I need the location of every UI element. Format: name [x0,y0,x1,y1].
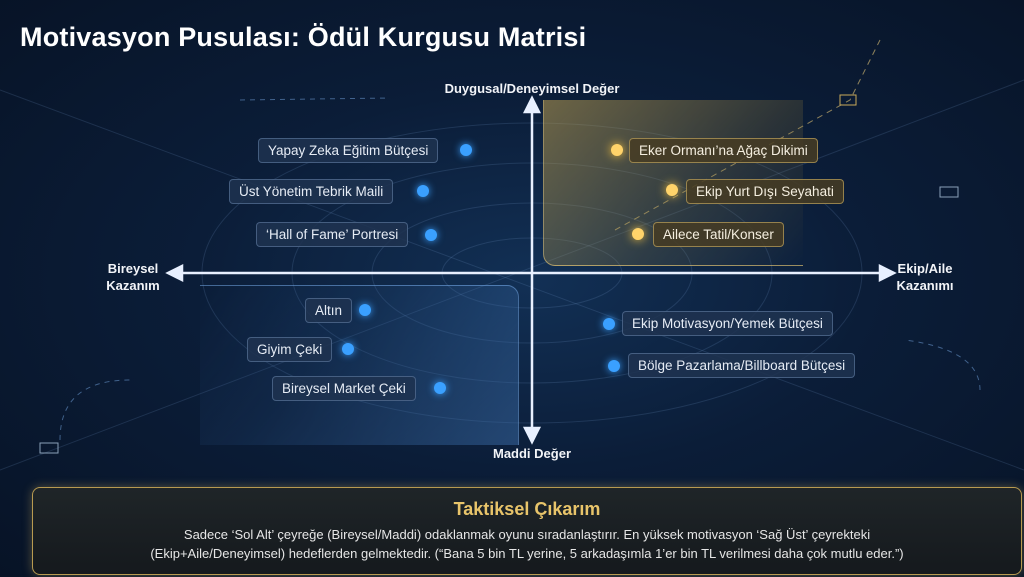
takeaway-title: Taktiksel Çıkarım [453,499,601,519]
marker-dot [611,144,623,156]
arrow-right-icon [878,263,897,283]
page-title: Motivasyon Pusulası: Ödül Kurgusu Matris… [20,22,587,52]
marker-dot [425,229,437,241]
marker-dot [460,144,472,156]
reward-item: Yapay Zeka Eğitim Bütçesi [258,138,439,163]
takeaway-panel: Taktiksel Çıkarım Sadece ‘Sol Alt’ çeyre… [32,487,1022,575]
reward-item: Bireysel Market Çeki [272,376,416,401]
reward-item: ‘Hall of Fame’ Portresi [256,222,409,247]
arrow-down-icon [522,426,542,445]
arrow-left-icon [165,263,184,283]
reward-item: Ekip Yurt Dışı Seyahati [686,179,844,204]
reward-item: Altın [305,298,353,323]
axis-label-left-line2: Kazanım [106,278,160,293]
axis-label-bottom: Maddi Değer [492,446,571,461]
reward-item: Eker Ormanı’na Ağaç Dikimi [629,138,818,163]
reward-item: Ekip Motivasyon/Yemek Bütçesi [622,311,833,336]
marker-dot [342,343,354,355]
marker-dot [417,185,429,197]
reward-item: Ailece Tatil/Konser [653,222,784,247]
marker-dot [434,382,446,394]
takeaway-line-2: (Ekip+Aile/Deneyimsel) hedeflerden gelme… [150,546,904,561]
takeaway-line-1: Sadece ‘Sol Alt’ çeyreğe (Bireysel/Maddi… [183,527,871,542]
marker-dot [608,360,620,372]
axis-label-left: Bireysel Kazanım [93,260,173,294]
marker-dot [359,304,371,316]
reward-item: Giyim Çeki [247,337,333,362]
axis-label-right-line2: Kazanımı [896,278,954,293]
axis-label-left-line1: Bireysel [107,261,159,276]
reward-item: Üst Yönetim Tebrik Maili [229,179,394,204]
axis-label-right: Ekip/Aile Kazanımı [885,260,965,294]
arrow-up-icon [522,95,542,114]
marker-dot [632,228,644,240]
axis-label-top: Duygusal/Deneyimsel Değer [444,81,620,96]
marker-dot [666,184,678,196]
axis-label-right-line1: Ekip/Aile [897,261,953,276]
reward-item: Bölge Pazarlama/Billboard Bütçesi [628,353,856,378]
marker-dot [603,318,615,330]
